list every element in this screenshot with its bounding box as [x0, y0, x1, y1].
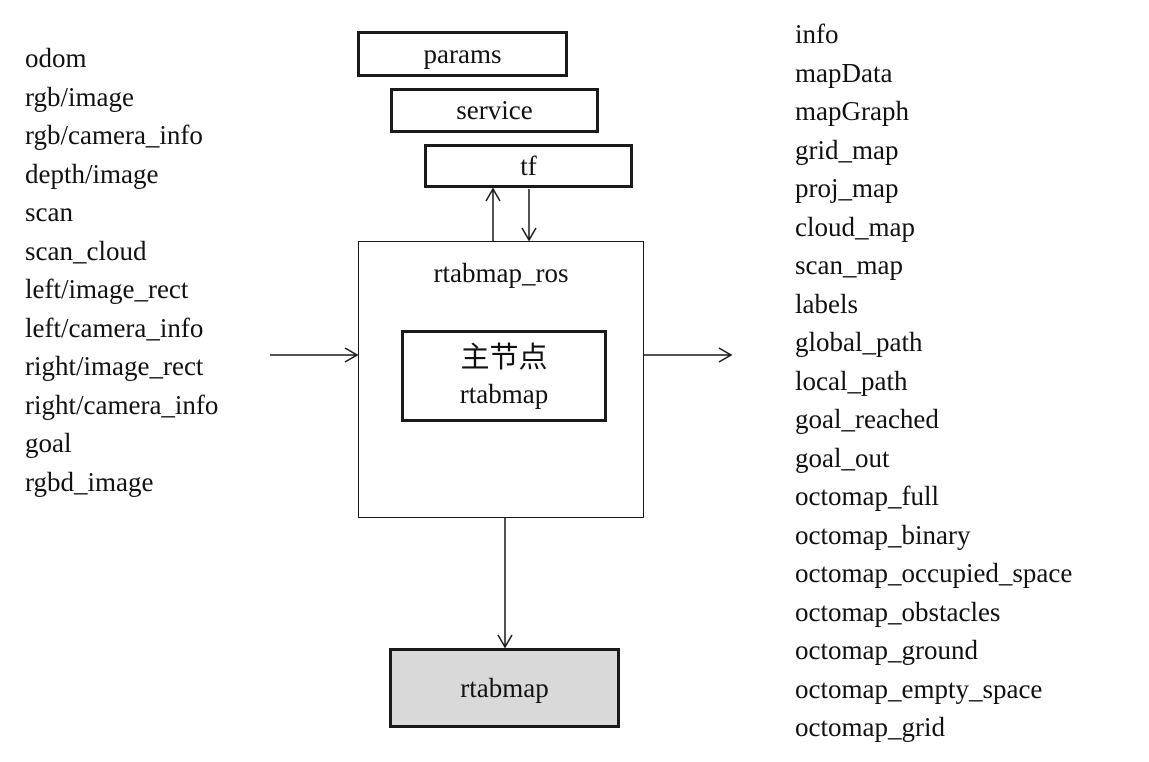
main-node-box: 主节点 rtabmap	[401, 330, 607, 422]
output-topic: mapGraph	[795, 96, 909, 126]
tf-box: tf	[424, 144, 633, 188]
output-topic: octomap_grid	[795, 712, 945, 742]
output-topic: octomap_binary	[795, 519, 971, 550]
input-topic: depth/image	[25, 158, 159, 189]
input-topic-list: odom rgb/image rgb/camera_info depth/image s…	[25, 39, 218, 501]
main-node-name: rtabmap	[459, 379, 549, 409]
output-topic: proj_map	[795, 173, 899, 203]
input-topic: rgb/camera_info	[25, 120, 203, 150]
output-topic: goal_reached	[795, 404, 939, 434]
tf-down-arrow-head	[521, 227, 537, 242]
input-topic: left/camera_info	[25, 312, 204, 343]
output-arrow-head	[718, 347, 733, 363]
tf-up-arrow-head	[485, 187, 501, 202]
output-topic: octomap_full	[795, 481, 939, 511]
output-topic: octomap_obstacles	[795, 596, 1001, 627]
output-topic: global_path	[795, 327, 923, 357]
input-topic: odom	[25, 43, 87, 73]
tf-label: tf	[520, 150, 537, 181]
output-topic: info	[795, 19, 839, 49]
params-label: params	[423, 38, 502, 69]
main-node-label: 主节点	[460, 342, 548, 374]
rtabmap-ros-title: rtabmap_ros	[433, 258, 569, 288]
input-arrow-head	[344, 347, 359, 363]
output-topic: mapData	[795, 57, 893, 88]
output-topic: octomap_empty_space	[795, 673, 1043, 704]
output-topic: octomap_occupied_space	[795, 558, 1073, 588]
output-topic: octomap_ground	[795, 635, 978, 665]
output-topic: goal_out	[795, 442, 890, 473]
input-topic: goal	[25, 428, 72, 458]
output-topic: labels	[795, 288, 858, 319]
output-topic: grid_map	[795, 134, 899, 165]
input-topic: scan	[25, 197, 73, 227]
service-box: service	[390, 88, 599, 133]
input-topic: right/camera_info	[25, 389, 219, 420]
input-topic: rgb/image	[25, 81, 134, 112]
input-topic: left/image_rect	[25, 274, 189, 304]
output-topic: local_path	[795, 365, 908, 396]
service-label: service	[456, 95, 533, 125]
input-topic: scan_cloud	[25, 235, 147, 266]
input-topic: right/image_rect	[25, 351, 204, 381]
rtabmap-library-box: rtabmap	[389, 648, 620, 728]
input-topic: rgbd_image	[25, 466, 154, 497]
rtabmap-library-label: rtabmap	[460, 672, 549, 703]
output-topic: cloud_map	[795, 211, 915, 242]
library-arrow-head	[497, 634, 513, 649]
params-box: params	[357, 31, 568, 77]
output-topic: scan_map	[795, 250, 903, 280]
